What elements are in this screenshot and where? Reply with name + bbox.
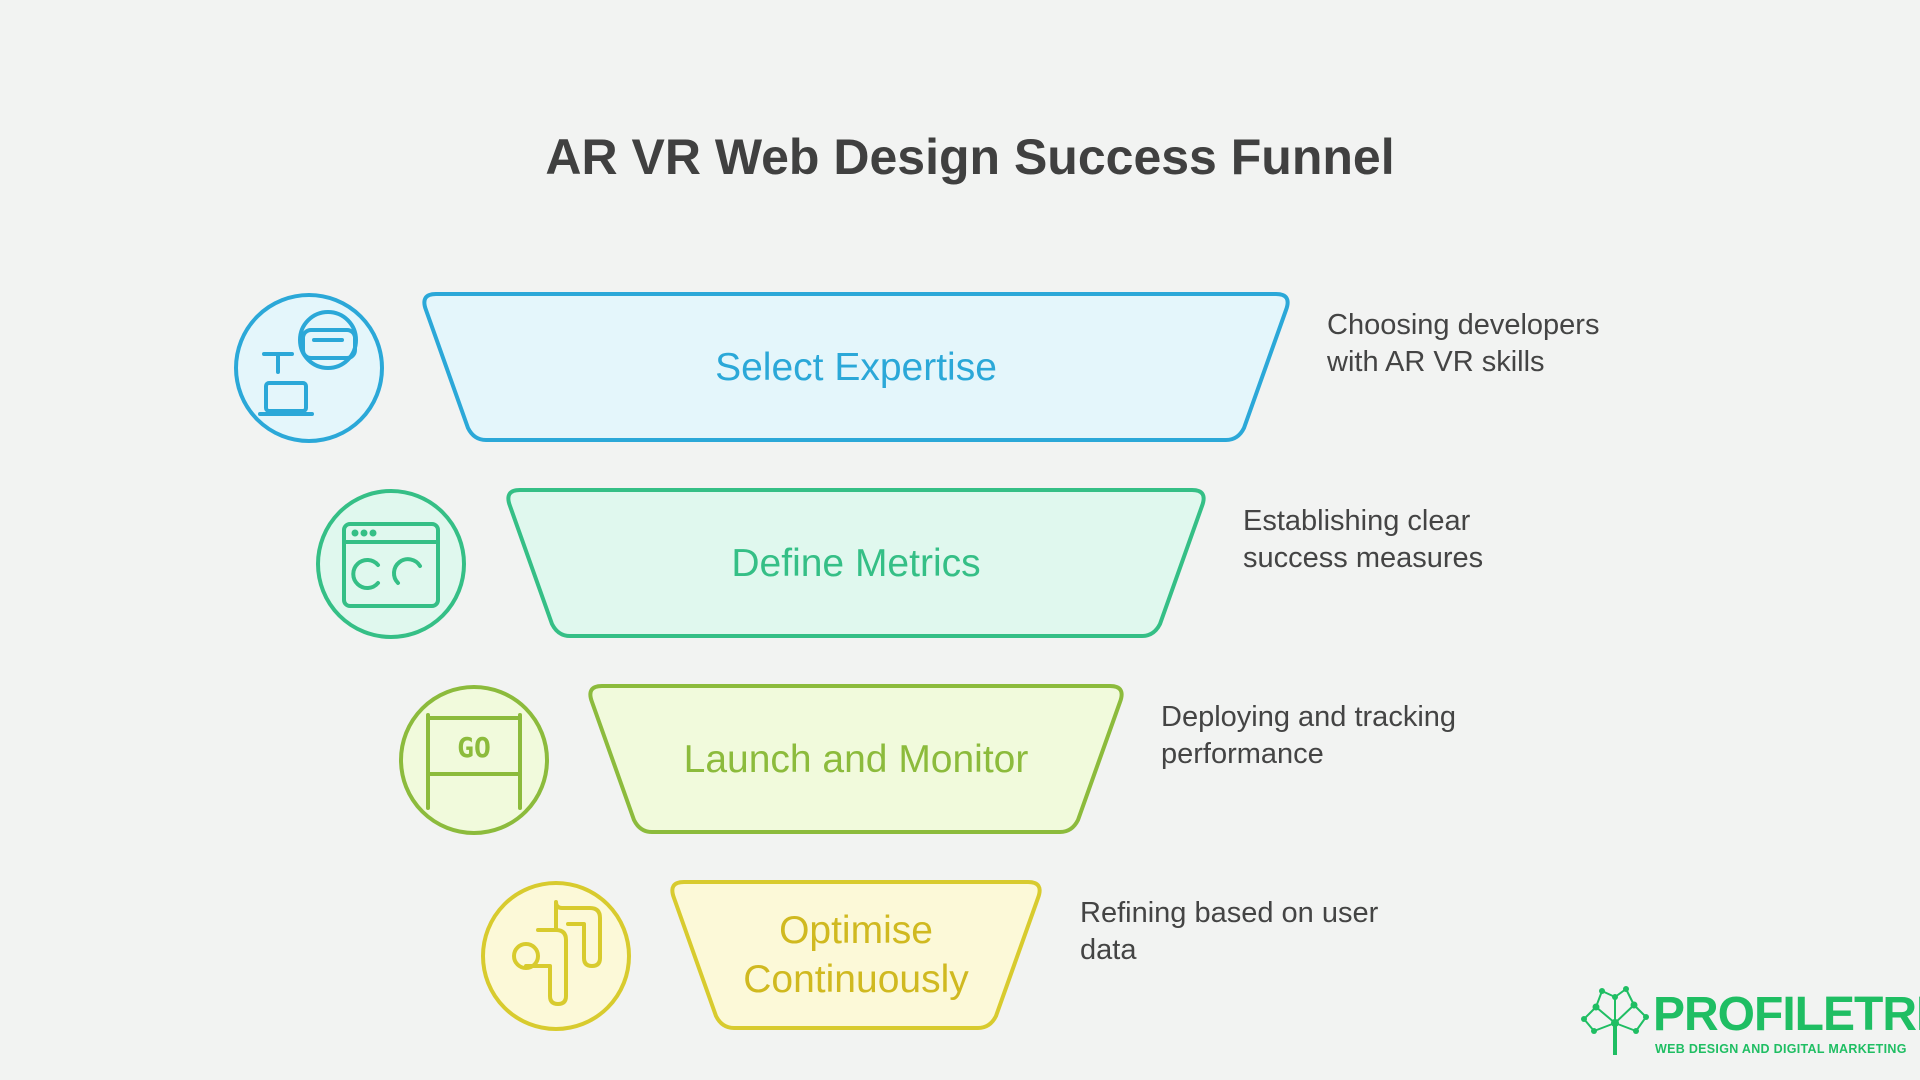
funnel-stage-3-shape [588,684,1124,834]
logo-name: PROFILETREE [1653,988,1920,1041]
logo-tagline: WEB DESIGN AND DIGITAL MARKETING [1655,1042,1907,1056]
go-sign-icon: GO [399,685,549,835]
svg-text:GO: GO [457,731,491,764]
stage-1-description: Choosing developers with AR VR skills [1327,309,1600,378]
dashboard-gauges-icon [316,489,466,639]
funnel-stage-1-shape [422,292,1290,442]
stage-4-description: Refining based on user data [1080,897,1379,966]
stage-2-label: Define Metrics [731,541,981,585]
pipeline-arrow-icon [481,881,631,1031]
stage-2-description: Establishing clear success measures [1243,505,1484,574]
vr-headset-developer-icon [234,293,384,443]
stage-3-description: Deploying and tracking performance [1161,701,1457,770]
funnel-stage-4-shape [670,880,1042,1030]
stage-3-label: Launch and Monitor [683,737,1029,781]
diagram-title: AR VR Web Design Success Funnel [545,129,1395,185]
stage-1-label: Select Expertise [715,345,997,389]
tree-network-icon [1581,986,1649,1055]
profiletree-logo: PROFILETREE WEB DESIGN AND DIGITAL MARKE… [1578,985,1920,1057]
stage-4-label: Optimise Continuously [743,909,969,1001]
funnel-stage-2-shape [506,488,1206,638]
